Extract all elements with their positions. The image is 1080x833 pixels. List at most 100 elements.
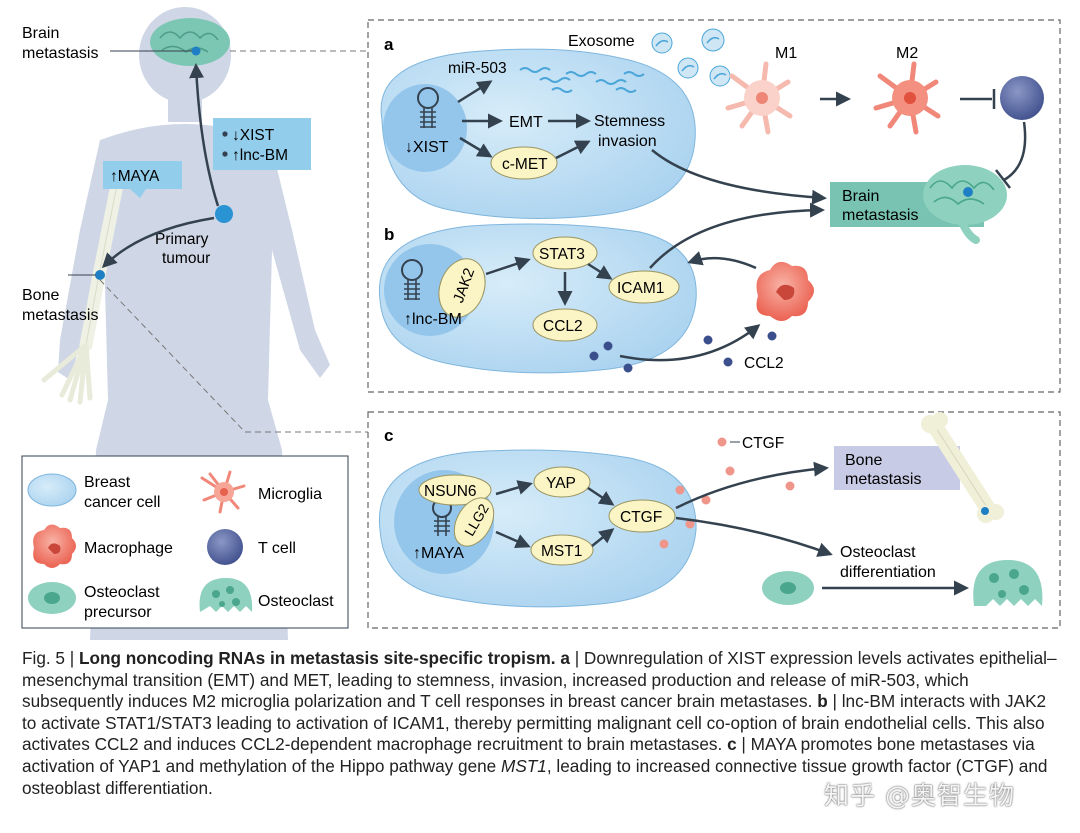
inhibit-brain — [995, 121, 1027, 189]
caption-fig: Fig. 5 | — [22, 648, 80, 668]
bone-met-c-1: Bone — [845, 452, 882, 469]
osteoclast-icon — [199, 578, 253, 612]
arrow-mst1-ctgf — [591, 528, 615, 547]
bone-label-2: metastasis — [22, 307, 98, 324]
stemness-label-1: Stemness — [594, 113, 665, 130]
arrow-stem-brain — [651, 149, 827, 205]
osteoclast-c-icon — [973, 560, 1043, 606]
stemness-label-2: invasion — [598, 133, 657, 150]
osteo-diff-2: differentiation — [840, 564, 936, 581]
legend-tcell: T cell — [258, 540, 296, 557]
legend: Breast cancer cell Microglia Macrophage … — [21, 455, 349, 629]
legend-breast-2: cancer cell — [84, 494, 160, 511]
rna-hairpin-icon — [417, 87, 439, 128]
arrow-stat3-icam1 — [587, 262, 613, 280]
ccl2-label: CCL2 — [543, 318, 583, 335]
exosome-icons — [651, 28, 731, 87]
breast-cell-icon — [27, 473, 77, 507]
cmet-label: c-MET — [502, 156, 548, 173]
lncbm-label: ↑lnc-BM — [404, 311, 462, 328]
arrow-llg2-mst1 — [495, 530, 531, 549]
stat3-oval — [532, 236, 598, 270]
ctgf-legend-label: CTGF — [742, 435, 784, 452]
connector-c-1 — [99, 279, 246, 433]
panel-a-letter: a — [384, 35, 394, 54]
arrow-icam1-brain — [649, 202, 825, 269]
arrow-ccl2-mac — [619, 324, 761, 362]
emt-label: EMT — [509, 114, 543, 131]
watermark: 知乎 @奥智生物 — [824, 781, 1015, 810]
panel-ab-frame — [367, 19, 1061, 393]
caption-c-text: | MAYA promotes bone metastases via acti… — [22, 734, 1035, 776]
legend-osteo-pre-2: precursor — [84, 604, 152, 621]
lncbm-item: ↑lnc-BM — [232, 147, 288, 164]
maya-box: ↑MAYA — [103, 161, 182, 198]
osteoclast-precursor-icon — [28, 582, 76, 614]
icam1-label: ICAM1 — [617, 280, 664, 297]
nsun6-label: NSUN6 — [424, 483, 477, 500]
bone-met-dot — [95, 270, 105, 280]
caption-title: Long noncoding RNAs in metastasis site-s… — [79, 648, 556, 668]
bone-icon — [921, 412, 1004, 523]
arrow-ctgf-bone — [675, 461, 829, 510]
arrow-cmet-stem — [555, 140, 591, 160]
panel-c-letter: c — [384, 426, 393, 445]
xist-item: ↓XIST — [232, 127, 275, 144]
arrow-xist-mir — [457, 80, 493, 104]
osteoclast-precursor-c-icon — [762, 571, 814, 605]
tcell-a-icon — [1000, 76, 1044, 120]
microglia-icon — [200, 470, 246, 514]
legend-osteo-pre-1: Osteoclast — [84, 584, 160, 601]
caption-end: , leading to increased connective tissue… — [22, 755, 1048, 798]
nsun6-oval — [418, 474, 492, 506]
osteo-diff-1: Osteoclast — [840, 544, 916, 561]
legend-microglia: Microglia — [258, 486, 322, 503]
figure-diagram: Brain metastasis Primary tumour Bone met… — [21, 7, 1061, 640]
ccl2-free-label: CCL2 — [744, 355, 784, 372]
ccl2-dots — [589, 331, 777, 373]
panel-c-frame — [367, 411, 1061, 629]
rna-hairpin-b-icon — [401, 259, 423, 300]
arrow-mac-icam1 — [687, 251, 757, 270]
inhibit-tcell — [960, 89, 996, 109]
mst1-oval — [530, 534, 594, 566]
caption-a: a — [555, 648, 570, 668]
mir503-label: miR-503 — [448, 60, 507, 77]
primary-label-1: Primary — [155, 231, 209, 248]
legend-macrophage: Macrophage — [84, 540, 173, 557]
macrophage-icon — [33, 524, 76, 568]
yap-oval — [533, 466, 591, 498]
primary-tumour — [215, 205, 233, 223]
figure-caption: Fig. 5 | Long noncoding RNAs in metastas… — [22, 648, 1062, 799]
panel-a-nucleus — [383, 84, 467, 172]
ccl2-oval — [532, 308, 598, 342]
caption-mst1: MST1 — [501, 755, 547, 776]
ctgf-label: CTGF — [620, 509, 662, 526]
caption-b: b — [817, 691, 828, 712]
cmet-oval — [490, 146, 558, 180]
tcell-icon — [207, 529, 243, 565]
brain-label-2: metastasis — [22, 45, 98, 62]
yap-label: YAP — [546, 475, 576, 492]
arrow-ctgf-osteo — [675, 516, 833, 557]
icam1-oval — [608, 270, 680, 304]
caption-b-text: | lnc-BM interacts with JAK2 to activate… — [22, 691, 1047, 755]
arrow-to-brain — [189, 63, 220, 207]
m2-label: M2 — [896, 45, 918, 62]
caption-c: c — [727, 734, 737, 755]
mir503-strands — [519, 67, 645, 93]
arrow-nsun6-yap — [495, 480, 533, 496]
ctgf-oval — [608, 499, 676, 533]
llg2-oval — [453, 497, 495, 547]
brain-met-label-1: Brain — [842, 188, 879, 205]
primary-label-2: tumour — [162, 250, 210, 267]
legend-osteoclast: Osteoclast — [258, 593, 334, 610]
mst1-label: MST1 — [541, 543, 582, 560]
macrophage-b-icon — [756, 261, 814, 321]
arrow-jak2-stat3 — [485, 256, 531, 276]
bone-met-c-box: Bone metastasis — [834, 446, 960, 490]
arm-bone — [41, 163, 127, 405]
panel-b-letter: b — [384, 225, 394, 244]
xist-lncbm-box: ↓XIST ↑lnc-BM — [213, 118, 311, 170]
jak2-oval — [438, 258, 486, 318]
